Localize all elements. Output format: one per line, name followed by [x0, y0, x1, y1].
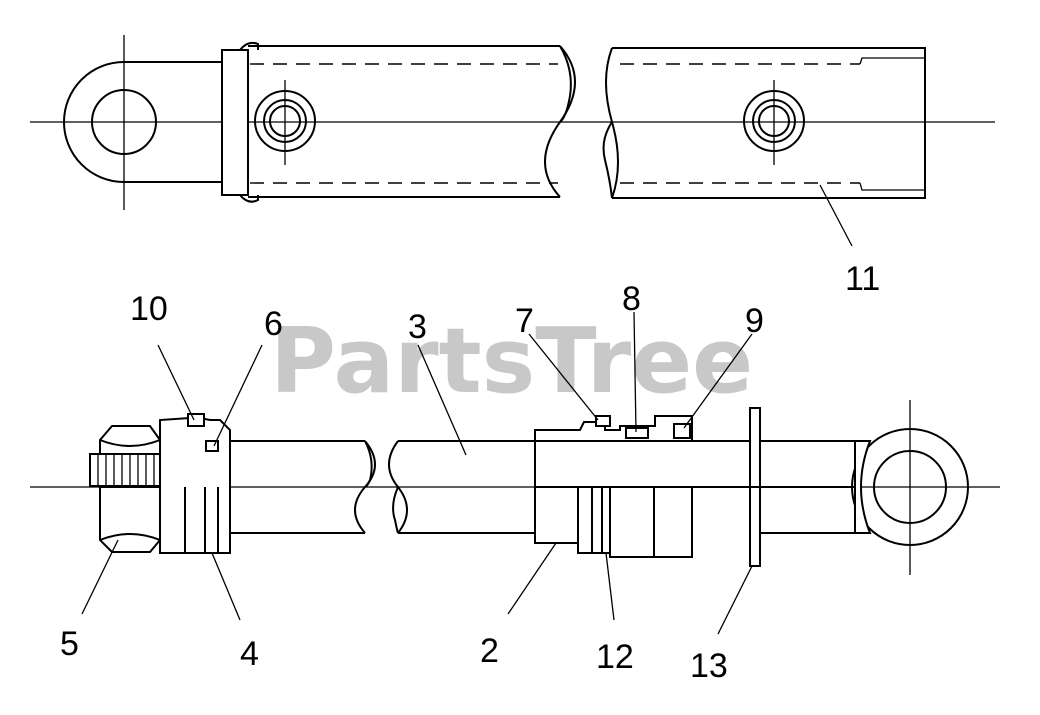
rod-assembly-bottom-view — [30, 311, 1000, 635]
barrel-assembly-top-view — [30, 35, 995, 247]
callout-5: 5 — [60, 625, 79, 663]
callout-13: 13 — [690, 647, 728, 685]
callout-10: 10 — [130, 290, 168, 328]
callout-3: 3 — [408, 308, 427, 346]
callout-6: 6 — [264, 305, 283, 343]
callout-12: 12 — [596, 638, 634, 676]
callout-8: 8 — [622, 280, 641, 318]
callout-7: 7 — [515, 302, 534, 340]
callout-2: 2 — [480, 632, 499, 670]
watermark: PartsTree — [270, 309, 753, 414]
callout-4: 4 — [240, 635, 259, 673]
callout-11: 11 — [845, 260, 880, 298]
callout-9: 9 — [745, 302, 764, 340]
